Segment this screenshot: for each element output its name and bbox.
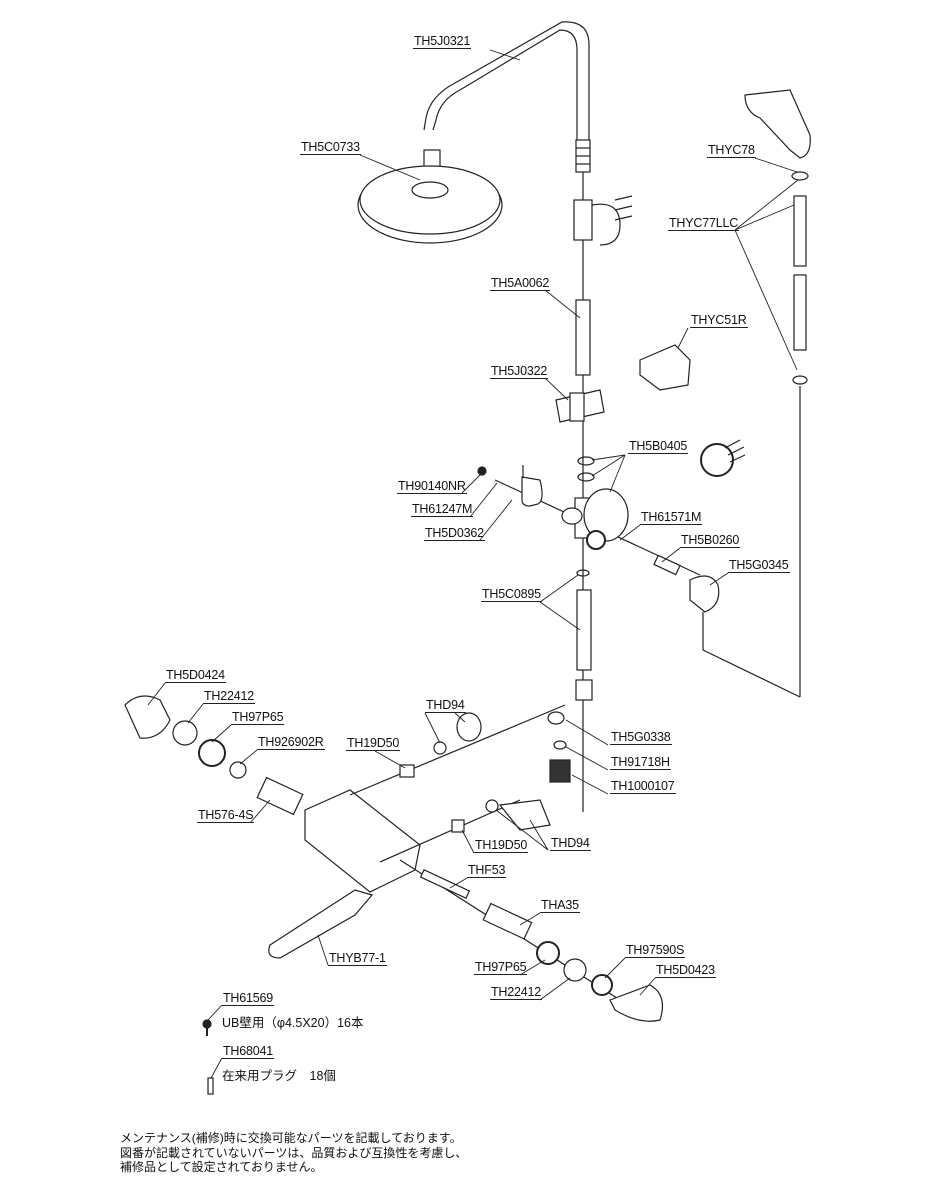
hand-shower-holder xyxy=(639,344,691,391)
part-label: THYC51R xyxy=(690,313,748,328)
part-label: TH61569 xyxy=(222,991,275,1006)
footer-line: 補修品として設定されておりません。 xyxy=(120,1160,323,1174)
part-label: THYC78 xyxy=(707,143,756,158)
faucet-body xyxy=(124,695,663,1022)
part-label: TH19D50 xyxy=(474,838,529,853)
leader-lines xyxy=(147,49,799,1079)
part-label: TH97P65 xyxy=(474,960,528,975)
wall-plug-icon xyxy=(207,1077,214,1095)
plug-description: 在来用プラグ 18個 xyxy=(222,1069,336,1083)
part-label: TH97P65 xyxy=(231,710,285,725)
part-label: THD94 xyxy=(425,698,466,713)
spout xyxy=(268,889,374,959)
screw-description: UB壁用（φ4.5X20）16本 xyxy=(222,1016,364,1030)
part-label: TH61571M xyxy=(640,510,703,525)
part-label: TH5D0423 xyxy=(655,963,716,978)
screw-icon xyxy=(202,1019,212,1036)
footer-notes: メンテナンス(補修)時に交換可能なパーツを記載しております。 図番が記載されてい… xyxy=(120,1131,467,1175)
part-label: TH22412 xyxy=(490,985,543,1000)
part-label: TH5G0345 xyxy=(728,558,790,573)
part-label: THYB77-1 xyxy=(328,951,387,966)
part-label: TH91718H xyxy=(610,755,671,770)
part-label: TH5A0062 xyxy=(490,276,551,291)
overhead-arm xyxy=(423,21,591,173)
part-label: TH22412 xyxy=(203,689,256,704)
part-label: TH5G0338 xyxy=(610,730,672,745)
footer-line: 図番が記載されていないパーツは、品質および互換性を考慮し、 xyxy=(120,1145,468,1160)
part-label: THD94 xyxy=(550,836,591,851)
part-label: TH5D0424 xyxy=(165,668,226,683)
part-label: TH19D50 xyxy=(346,736,401,751)
part-label: TH90140NR xyxy=(397,479,467,494)
part-label: TH5J0322 xyxy=(490,364,549,379)
part-label: TH5J0321 xyxy=(413,34,472,49)
lower-pipe xyxy=(575,569,593,701)
part-label: TH68041 xyxy=(222,1044,275,1059)
shower-head xyxy=(357,149,503,244)
hand-shower xyxy=(639,89,811,698)
part-label: TH5D0362 xyxy=(424,526,485,541)
part-label: TH576-4S xyxy=(197,808,255,823)
part-label: THYC77LLC xyxy=(668,216,740,231)
part-label: TH926902R xyxy=(257,735,325,750)
footer-line: メンテナンス(補修)時に交換可能なパーツを記載しております。 xyxy=(120,1131,462,1145)
part-label: TH61247M xyxy=(411,502,474,517)
upper-pipe xyxy=(555,195,633,482)
part-label: TH5B0405 xyxy=(628,439,689,454)
part-label: TH5C0895 xyxy=(481,587,542,602)
part-label: THA35 xyxy=(540,898,580,913)
part-label: TH5C0733 xyxy=(300,140,361,155)
diverter-valve xyxy=(477,439,746,648)
part-label: TH97590S xyxy=(625,943,686,958)
part-label: THF53 xyxy=(467,863,507,878)
part-label: TH5B0260 xyxy=(680,533,741,548)
part-label: TH1000107 xyxy=(610,779,676,794)
